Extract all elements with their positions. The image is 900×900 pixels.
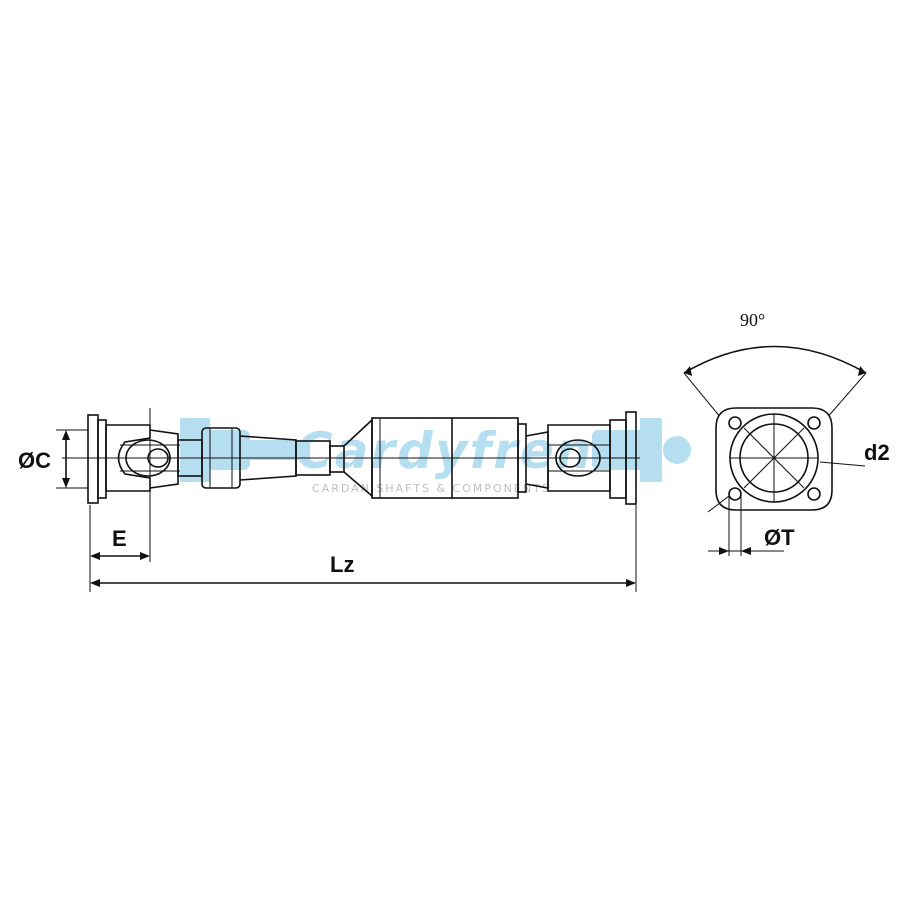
label-angle: 90° xyxy=(740,310,765,330)
bolt-hole-top-right xyxy=(807,416,821,430)
label-diameter-c: ØC xyxy=(18,448,51,473)
right-yoke xyxy=(525,424,611,492)
label-lz: Lz xyxy=(330,552,354,577)
left-flange-face xyxy=(97,419,107,499)
dimension-e: E xyxy=(89,408,151,592)
angle-arc xyxy=(683,345,867,374)
bolt-hole-top-left xyxy=(728,416,742,430)
watermark-yoke-right-icon xyxy=(592,418,691,482)
shaft-tube xyxy=(343,417,527,499)
watermark-tagline: CARDAN SHAFTS & COMPONENTS xyxy=(312,482,551,495)
flange-end-view: 90° d2 ØT xyxy=(683,310,890,556)
slip-joint xyxy=(177,427,345,489)
label-d2: d2 xyxy=(864,440,890,465)
right-flange xyxy=(625,411,637,505)
watermark-brand: Cardyfren xyxy=(296,422,593,480)
dimension-lz: Lz xyxy=(90,505,637,592)
dimension-diameter-c: ØC xyxy=(18,429,88,489)
label-diameter-t: ØT xyxy=(764,525,795,550)
bolt-hole-bottom-left xyxy=(728,487,742,501)
leader-d2 xyxy=(819,461,866,467)
bolt-hole-bottom-right xyxy=(807,487,821,501)
watermark-yoke-left-icon xyxy=(180,418,310,482)
label-e: E xyxy=(112,526,127,551)
left-flange xyxy=(87,414,99,504)
watermark: Cardyfren CARDAN SHAFTS & COMPONENTS xyxy=(180,418,691,495)
dimension-diameter-t: ØT xyxy=(707,494,795,556)
